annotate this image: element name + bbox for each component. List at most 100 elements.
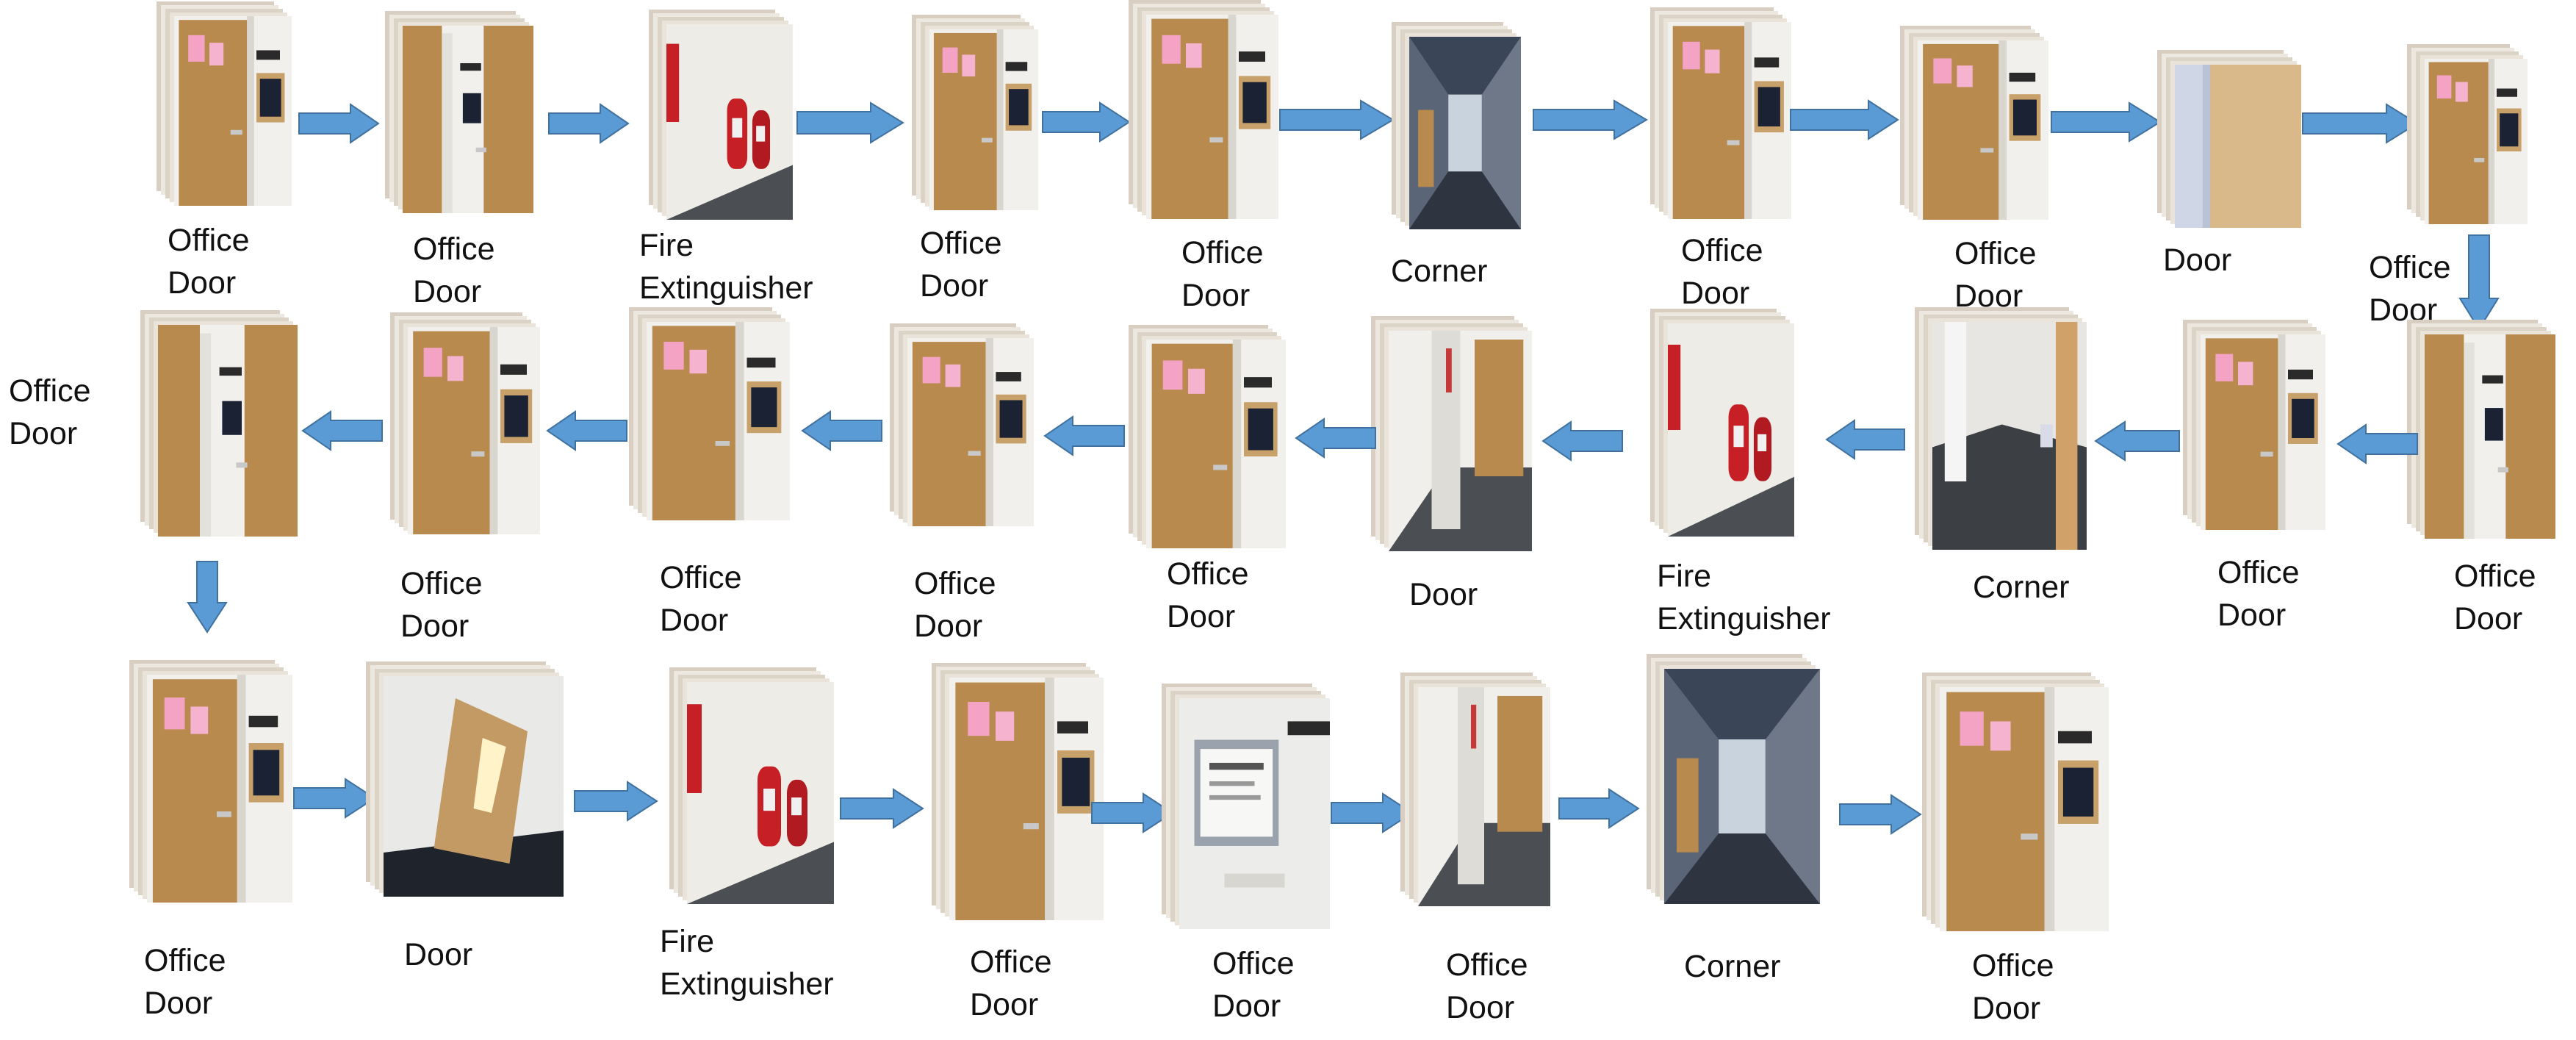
frame-r1-10 <box>2425 59 2528 224</box>
office-door-photo <box>408 327 540 534</box>
corridor-door-photo <box>1418 687 1550 906</box>
office-door-photo <box>1940 687 2109 931</box>
fire-extinguisher-photo <box>666 24 793 220</box>
arrow-r2-9 <box>301 410 383 451</box>
label-r3-7: Corner <box>1684 949 1781 984</box>
frame-r2-3 <box>1932 322 2087 550</box>
office-door-photo <box>647 322 790 520</box>
frame-r1-2 <box>403 26 533 213</box>
office-door-photo <box>2201 334 2325 530</box>
arrow-r2-4 <box>1541 420 1623 462</box>
frame-r2-5 <box>1389 331 1532 551</box>
frame-r2-6 <box>1146 340 1286 548</box>
fire-extinguisher-photo <box>687 682 834 904</box>
notice-board-photo <box>1179 698 1330 929</box>
frame-r1-5 <box>1146 15 1278 219</box>
arrow-r1-4 <box>1042 101 1131 143</box>
frame-r1-4 <box>929 29 1038 210</box>
frame-r3-2 <box>384 676 564 897</box>
corridor-photo <box>1664 669 1820 904</box>
frame-r2-4 <box>1668 323 1794 537</box>
frame-r2-9 <box>408 327 540 534</box>
arrow-down-1 <box>2458 234 2500 331</box>
arrow-r2-7 <box>801 410 882 451</box>
office-door-photo <box>147 675 292 903</box>
label-r3-2: Door <box>404 937 473 972</box>
office-door-photo <box>1146 15 1278 219</box>
arrow-r1-7 <box>1790 99 1899 140</box>
corridor-photo <box>1409 37 1521 229</box>
label-r2-3: Corner <box>1973 570 2070 605</box>
arrow-r2-1 <box>2336 423 2418 465</box>
label-r1-6: Corner <box>1391 254 1488 289</box>
office-door-photo <box>1668 22 1791 219</box>
open-door-photo <box>158 325 298 537</box>
plain-door-photo <box>2175 65 2301 228</box>
open-door-photo <box>2425 334 2555 539</box>
arrow-down-2 <box>187 561 228 634</box>
frame-r3-7 <box>1664 669 1820 904</box>
blurred-door-photo <box>384 676 564 897</box>
frame-r3-5 <box>1179 698 1330 929</box>
arrow-r1-5 <box>1279 99 1395 140</box>
arrow-r3-2 <box>574 781 658 822</box>
arrow-r2-8 <box>546 410 627 451</box>
frame-r3-8 <box>1940 687 2109 931</box>
arrow-r3-3 <box>840 788 924 829</box>
frame-r1-1 <box>174 16 292 206</box>
frame-r1-6 <box>1409 37 1521 229</box>
arrow-r3-7 <box>1839 794 1922 835</box>
arrow-r1-2 <box>548 103 630 144</box>
office-door-photo <box>174 16 292 206</box>
arrow-r3-5 <box>1331 792 1414 833</box>
office-door-photo <box>2425 59 2528 224</box>
frame-r2-10 <box>158 325 298 537</box>
arrow-r2-5 <box>1295 417 1376 459</box>
arrow-r2-2 <box>2094 420 2180 462</box>
office-door-photo <box>907 338 1034 526</box>
frame-r2-1 <box>2425 334 2555 539</box>
corner-room-photo <box>1932 322 2087 550</box>
corridor-door-photo <box>1389 331 1532 551</box>
office-door-photo <box>1918 40 2048 220</box>
label-r1-9: Door <box>2163 243 2232 278</box>
frame-r2-2 <box>2201 334 2325 530</box>
frame-r3-3 <box>687 682 834 904</box>
office-door-photo <box>929 29 1038 210</box>
frame-r3-1 <box>147 675 292 903</box>
frame-r1-3 <box>666 24 793 220</box>
arrow-r2-3 <box>1825 419 1905 460</box>
arrow-r3-1 <box>293 778 376 819</box>
office-door-photo <box>949 678 1104 920</box>
fire-extinguisher-photo <box>1668 323 1794 537</box>
arrow-r1-3 <box>796 101 904 144</box>
arrow-r3-4 <box>1091 792 1174 833</box>
frame-r1-9 <box>2175 65 2301 228</box>
frame-r1-8 <box>1918 40 2048 220</box>
frame-r1-7 <box>1668 22 1791 219</box>
arrow-r1-9 <box>2302 103 2419 144</box>
label-r2-5: Door <box>1409 577 1478 612</box>
arrow-r1-8 <box>2051 101 2162 143</box>
arrow-r1-1 <box>298 103 380 144</box>
frame-r2-7 <box>907 338 1034 526</box>
arrow-r2-6 <box>1043 415 1125 456</box>
